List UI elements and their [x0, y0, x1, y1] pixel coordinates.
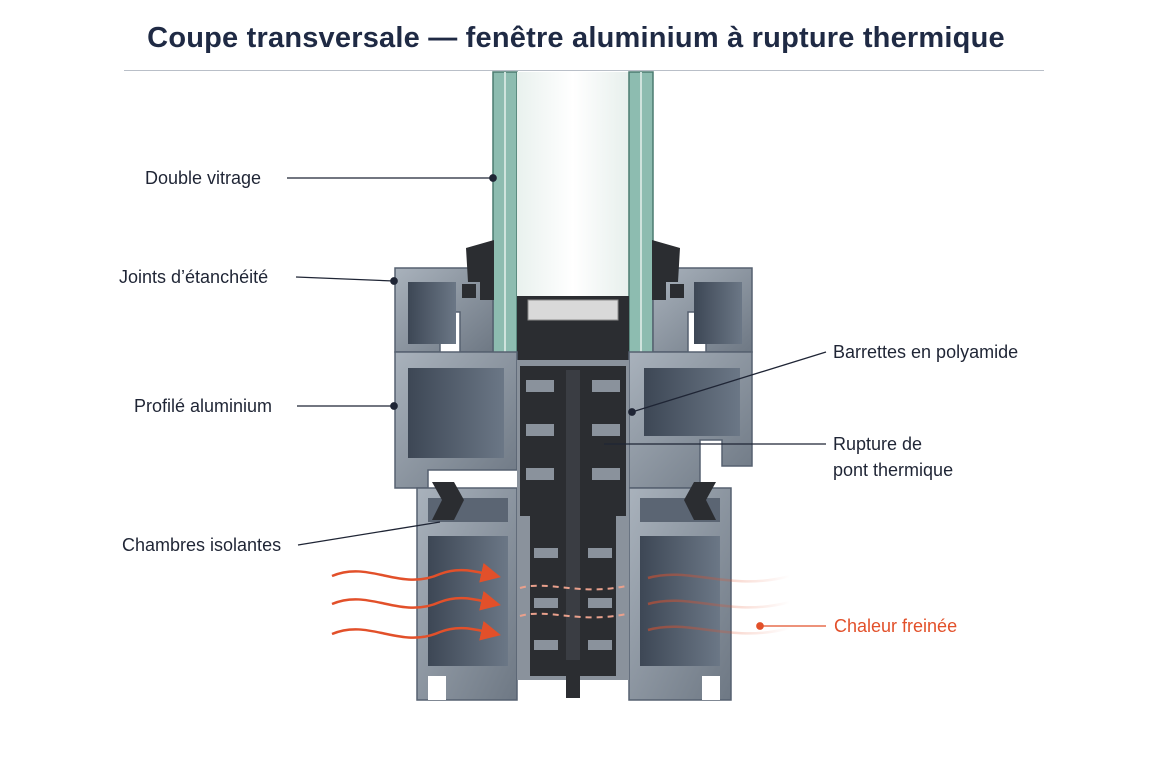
label-joints: Joints d’étanchéité: [119, 267, 269, 287]
polyamide-barrettes: [517, 360, 629, 698]
double-glazing: [492, 71, 654, 363]
label-chambres-isolantes: Chambres isolantes: [122, 535, 282, 555]
label-double-vitrage: Double vitrage: [145, 168, 262, 188]
label-rupture-line1: Rupture de: [833, 434, 923, 454]
label-rupture-line2: pont thermique: [833, 460, 954, 480]
leader-lines: [287, 174, 827, 630]
seals: [462, 240, 684, 300]
page-title: Coupe transversale — fenêtre aluminium à…: [147, 22, 1005, 54]
glass-gap: [517, 72, 629, 302]
desiccant: [527, 299, 619, 321]
label-chaleur-freinee: Chaleur freinée: [834, 616, 958, 636]
label-barrettes: Barrettes en polyamide: [833, 342, 1019, 362]
title-divider: [124, 70, 1044, 71]
label-profile-aluminium: Profilé aluminium: [134, 396, 273, 416]
heat-arrows-incoming: [331, 562, 501, 641]
heat-dashed-through-core: [519, 584, 627, 619]
heat-arrows-outgoing: [647, 573, 791, 635]
